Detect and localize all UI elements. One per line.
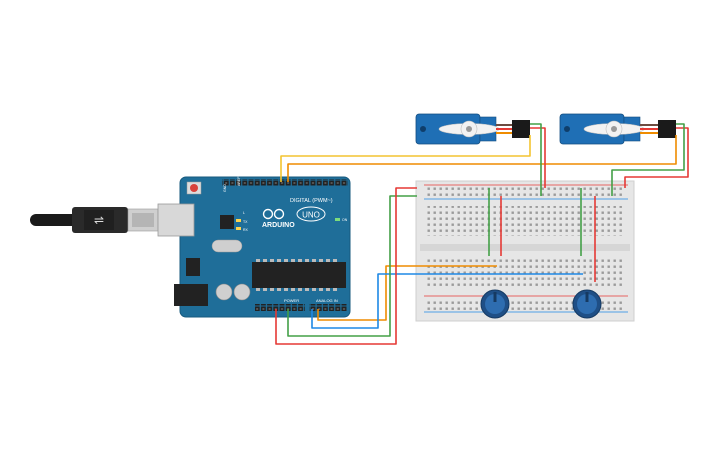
wires (275, 123, 689, 345)
wire-green-servo2-ground (611, 123, 685, 196)
wire-green-servo1-ground (530, 123, 542, 196)
arduino-infinity-logo (262, 208, 285, 220)
potentiometer-2[interactable] (572, 289, 602, 319)
usb-port (157, 203, 195, 237)
servo-1 (415, 113, 530, 145)
svg-text:⇌: ⇌ (94, 213, 104, 227)
arduino-uno-board: DIGITAL (PWM~) ARDUINO UNO AREF GND TX R… (157, 176, 351, 318)
wire-red-arduino-5v (275, 187, 417, 345)
analog-header (309, 304, 347, 311)
on-label: ON (342, 218, 348, 222)
wire-red-servo1-power (530, 127, 546, 188)
power-header (255, 304, 305, 311)
breadboard (415, 180, 635, 322)
reset-button[interactable] (190, 184, 198, 192)
analog-label: ANALOG IN (316, 298, 338, 303)
potentiometer-1[interactable] (480, 289, 510, 319)
servo-2 (559, 113, 676, 145)
power-jack (174, 284, 208, 306)
l-label: L (243, 211, 245, 215)
atmega-chip (252, 262, 346, 288)
digital-label: DIGITAL (PWM~) (290, 198, 333, 204)
wire-orange-pot1-wiper (317, 265, 497, 321)
usb-cable: ⇌ (30, 207, 159, 233)
rx-label: RX (243, 228, 249, 232)
uno-logo: UNO (302, 211, 320, 220)
aref-label: AREF (237, 177, 241, 186)
tx-label: TX (243, 220, 248, 224)
wire-orange-servo2-signal (287, 135, 677, 182)
gnd-label: GND (223, 184, 227, 192)
servo-connector (658, 120, 676, 138)
arduino-brand: ARDUINO (262, 222, 295, 229)
digital-header (222, 179, 348, 186)
wire-blue-pot2-wiper (311, 273, 583, 329)
wire-green-arduino-gnd (287, 195, 417, 337)
servo-connector (512, 120, 530, 138)
power-label: POWER (284, 298, 299, 303)
wire-yellow-servo1-signal (280, 135, 531, 182)
